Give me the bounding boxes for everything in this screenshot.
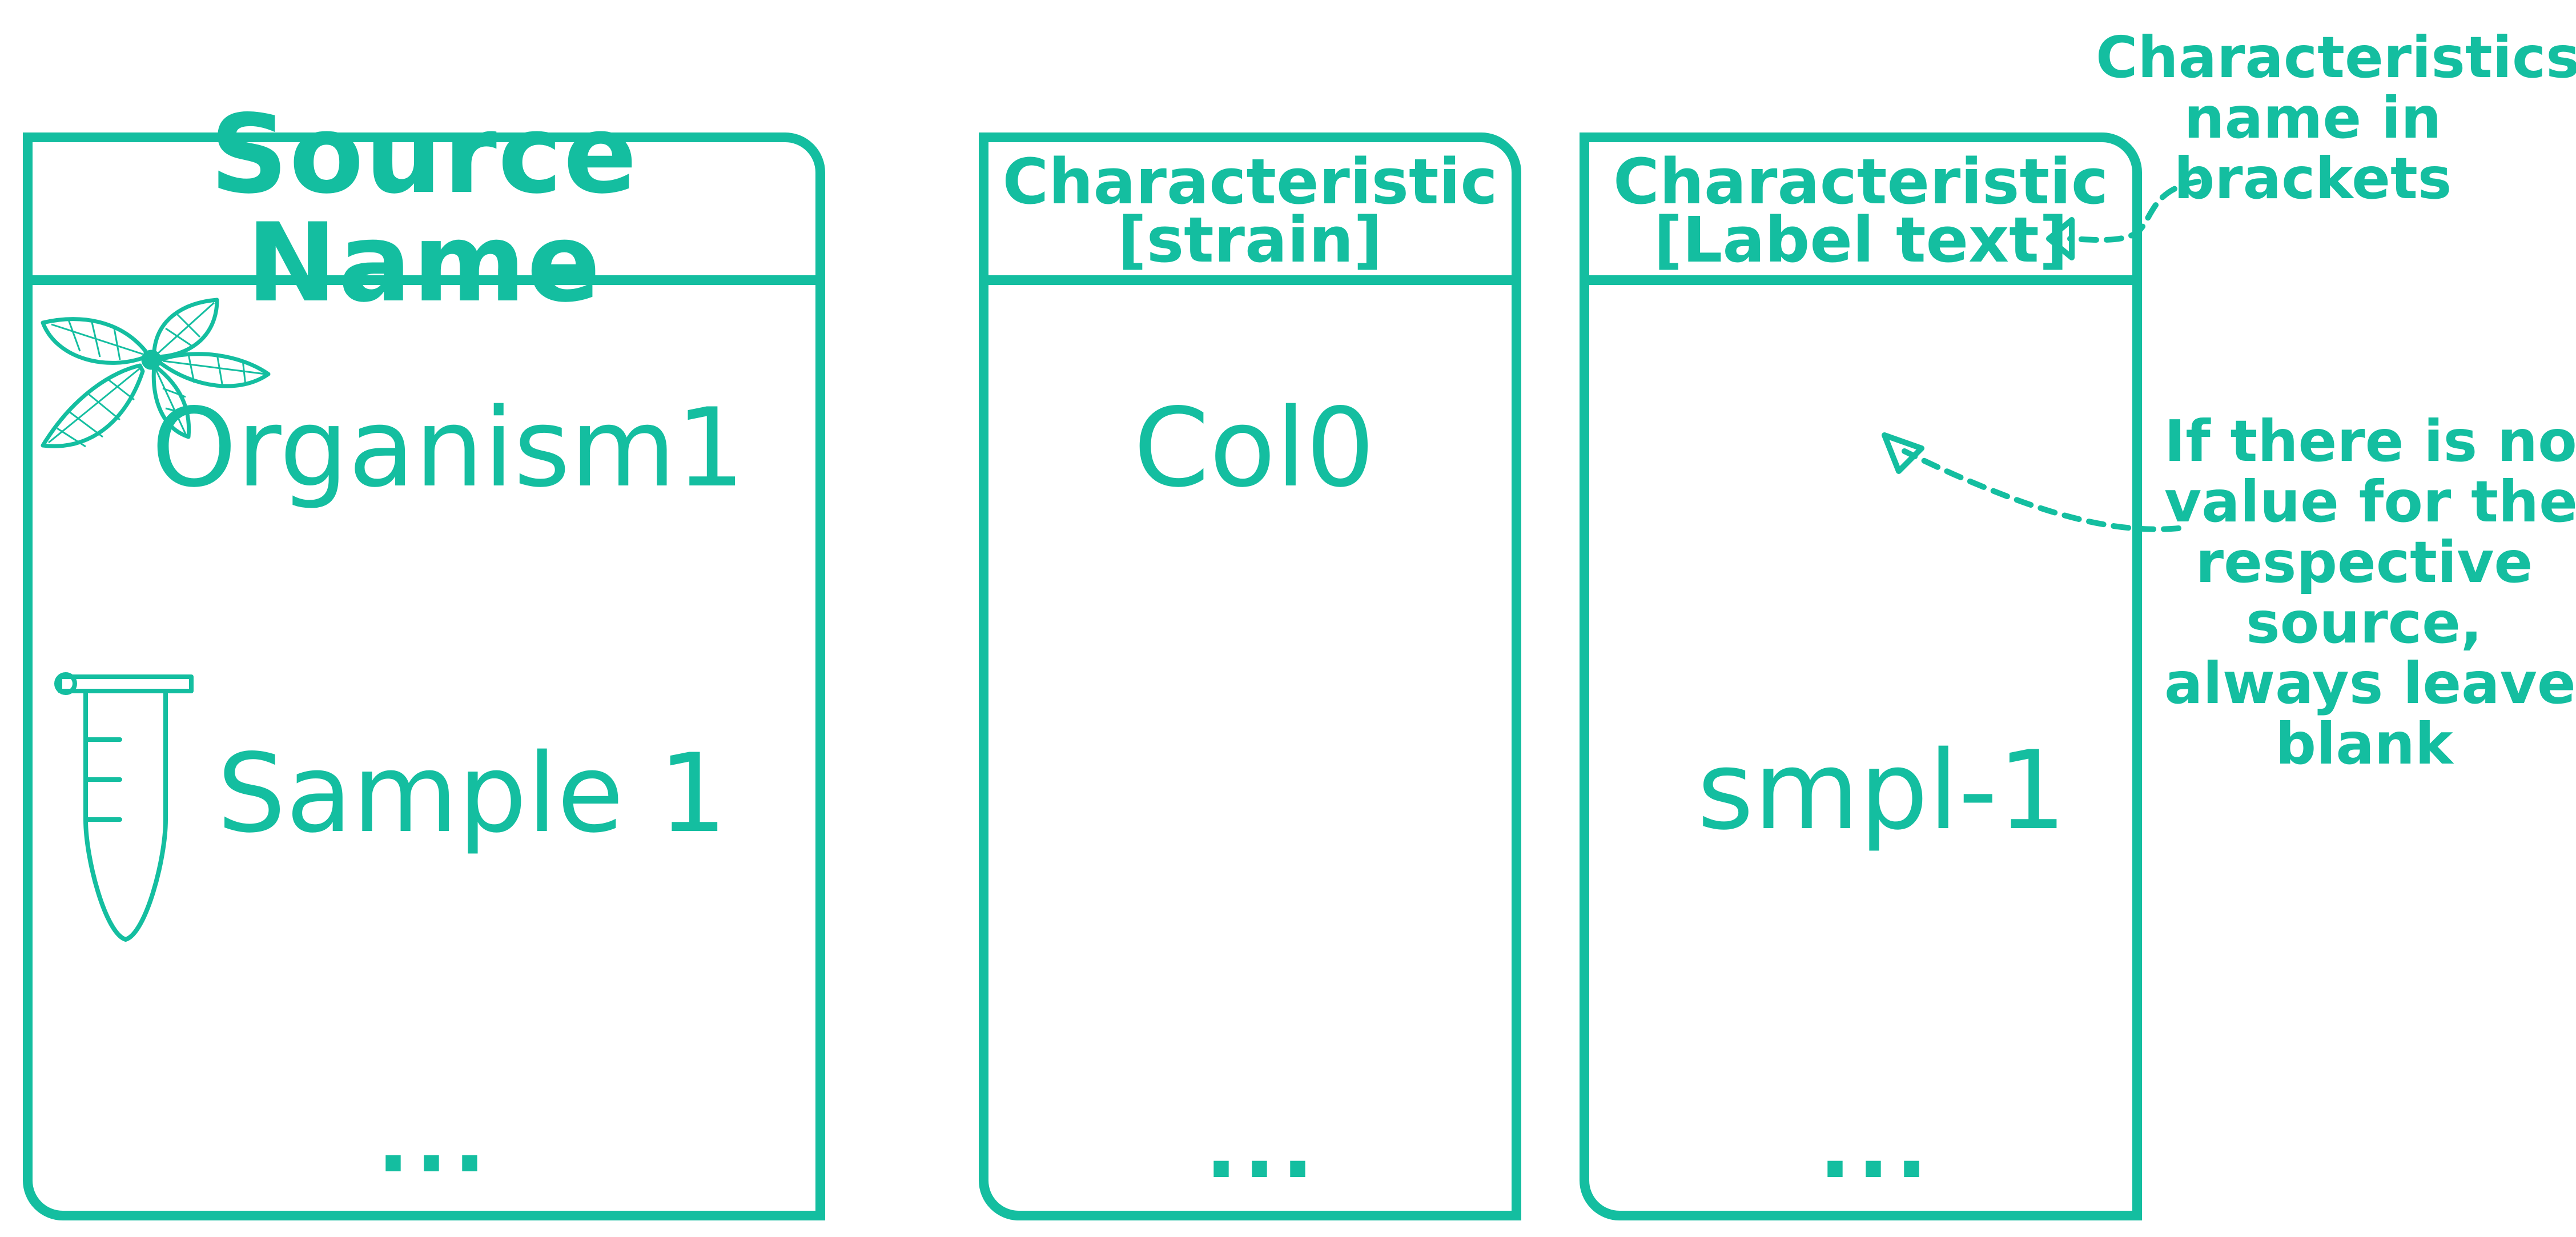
sample-cell: Sample 1	[217, 730, 728, 857]
source-name-header-label: Source Name	[210, 91, 638, 326]
characteristics-name-note-line3: brackets	[2173, 145, 2452, 212]
blank-value-note-line1: If there is no	[2164, 408, 2576, 475]
strain-ellipsis: ...	[1205, 1098, 1320, 1198]
source-name-header: Source Name	[33, 100, 815, 317]
characteristics-name-note-line1: Characteristics	[2096, 24, 2576, 91]
characteristic-strain-header-line2: [strain]	[1118, 203, 1383, 276]
blank-value-note: If there is no value for the respective …	[2164, 408, 2576, 777]
characteristic-label-header-line1: Characteristic	[1613, 144, 2109, 218]
characteristic-strain-header: Characteristic [strain]	[988, 142, 1512, 285]
characteristic-label-header-line2: [Label text]	[1654, 203, 2068, 276]
source-name-column: Source Name	[23, 100, 825, 1220]
blank-value-note-line3: respective	[2195, 529, 2533, 596]
characteristics-name-note: Characteristics name in brackets	[2096, 24, 2576, 212]
characteristic-strain-column: Characteristic [strain]	[979, 132, 1521, 1220]
label-text-ellipsis: ...	[1819, 1098, 1934, 1198]
blank-value-note-line4: source,	[2246, 589, 2482, 656]
characteristic-label-column: Characteristic [Label text]	[1580, 132, 2142, 1220]
blank-value-note-line6: blank	[2275, 710, 2453, 777]
characteristic-strain-header-line1: Characteristic	[1002, 144, 1498, 218]
sample-tube-icon	[54, 672, 194, 942]
source-name-ellipsis: ...	[377, 1093, 492, 1192]
strain-value-cell: Col0	[1134, 385, 1375, 511]
blank-value-note-line5: always leave	[2164, 650, 2576, 717]
label-text-value-cell: smpl-1	[1697, 728, 2067, 854]
characteristics-name-note-line2: name in	[2184, 85, 2442, 151]
characteristic-label-header: Characteristic [Label text]	[1589, 142, 2132, 285]
organism-cell: Organism1	[151, 385, 745, 511]
blank-value-note-line2: value for the	[2164, 468, 2576, 535]
plant-icon	[41, 298, 271, 448]
